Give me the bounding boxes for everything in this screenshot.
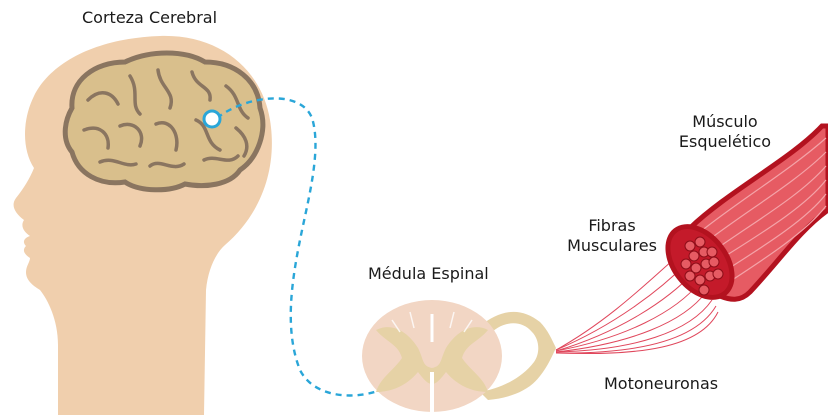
muscle-label: Músculo Esquelético: [640, 112, 810, 152]
muscle-label-line2: Esquelético: [640, 132, 810, 152]
fibers-label-line1: Fibras: [552, 216, 672, 236]
muscle-icon: [655, 126, 828, 310]
cortex-neuron-icon: [204, 111, 220, 127]
spinal-cord-icon: [362, 300, 502, 412]
fibers-label: Fibras Musculares: [552, 216, 672, 256]
fibers-label-line2: Musculares: [552, 236, 672, 256]
motoneurons-label: Motoneuronas: [604, 374, 718, 394]
brain-icon: [65, 53, 263, 190]
spinal-cord-label: Médula Espinal: [368, 264, 489, 284]
cortex-label: Corteza Cerebral: [82, 8, 217, 28]
muscle-label-line1: Músculo: [640, 112, 810, 132]
